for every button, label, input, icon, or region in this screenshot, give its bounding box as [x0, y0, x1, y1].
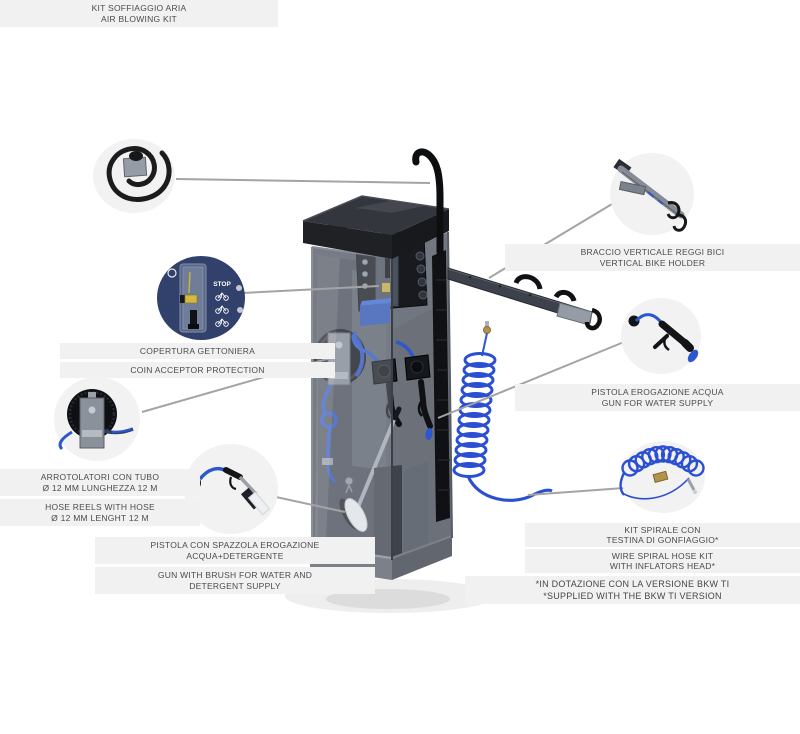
label-line: Ø 12 mm LUNGHEZZA 12 m [42, 483, 158, 493]
label-line: ARROTOLATORI CON TUBO [40, 472, 160, 482]
label-line: BRACCIO VERTICALE REGGI BICI [580, 247, 725, 257]
footnote-line: *IN DOTAZIONE CON LA VERSIONE BKW TI [535, 579, 730, 589]
label-spiral-kit: KIT SPIRALE CON TESTINA DI GONFIAGGIO* W… [525, 523, 800, 573]
label-line: TESTINA DI GONFIAGGIO* [606, 535, 719, 545]
bike-holder-arm [447, 267, 602, 331]
label-line: AIR BLOWING KIT [100, 14, 177, 24]
water-spray-gun-icon [628, 313, 699, 363]
label-line: KIT SPIRALE CON [624, 525, 701, 535]
inflator-head [652, 470, 669, 484]
label-line: WITH INFLATORS HEAD* [609, 561, 716, 571]
gun-holder-plates [371, 354, 431, 385]
label-line: PISTOLA EROGAZIONE ACQUA [591, 387, 724, 397]
tower-top-cap [302, 195, 450, 259]
plexiglass-panel [311, 246, 393, 561]
hanging-spiral-hose [452, 321, 553, 502]
callout-spiral-kit [619, 441, 705, 513]
label-line: GUN WITH BRUSH FOR WATER AND [157, 570, 313, 580]
label-line: COIN ACCEPTOR PROTECTION [130, 365, 265, 375]
label-water-gun: PISTOLA EROGAZIONE ACQUA GUN FOR WATER S… [515, 384, 800, 411]
label-line: COPERTURA GETTONIERA [139, 346, 256, 356]
label-line: ACQUA+DETERGENTE [186, 551, 284, 561]
label-line: Ø 12 mm LENGHT 12 m [51, 513, 149, 523]
label-hose-reels: ARROTOLATORI CON TUBO Ø 12 mm LUNGHEZZA … [0, 469, 200, 526]
label-line: KIT SOFFIAGGIO ARIA [91, 3, 187, 13]
gun-holder-column [432, 250, 450, 522]
callout-hose-reel [54, 377, 140, 461]
callout-water-gun [621, 298, 701, 374]
internal-brush-lance [339, 406, 402, 532]
label-line: DETERGENT SUPPLY [189, 581, 281, 591]
screw-icon [167, 268, 177, 278]
leader-water-gun [437, 341, 625, 419]
footnote-line: *SUPPLIED WITH THE BKW TI VERSION [543, 590, 722, 601]
label-bike-holder: BRACCIO VERTICALE REGGI BICI VERTICAL BI… [505, 244, 800, 271]
leader-coin-protection [242, 285, 380, 294]
label-line: GUN FOR WATER SUPPLY [601, 398, 714, 408]
front-pillar [374, 465, 402, 576]
leader-air-kit [175, 178, 431, 184]
lock-keys [344, 476, 354, 494]
label-line: WIRE SPIRAL HOSE KIT [611, 551, 714, 561]
leader-lines [141, 178, 625, 513]
label-brush-gun: PISTOLA CON SPAZZOLA EROGAZIONE ACQUA+DE… [95, 537, 375, 594]
label-line: VERTICAL BIKE HOLDER [599, 258, 706, 268]
leader-spiral-kit [527, 487, 625, 496]
service-tower [302, 148, 602, 580]
callout-bike-holder [610, 153, 694, 235]
bike-pictograms [215, 292, 229, 327]
spiral-hose-inflator-icon [619, 445, 705, 500]
hose-reel-icon [58, 389, 134, 451]
label-air-blowing-kit: KIT SOFFIAGGIO ARIA AIR BLOWING KIT [0, 0, 278, 27]
label-line: HOSE REELS WITH HOSE [45, 502, 155, 512]
vertical-bike-holder-arm-icon [613, 158, 688, 232]
footnote: *IN DOTAZIONE CON LA VERSIONE BKW TI *SU… [465, 576, 800, 604]
detergent-box [360, 298, 392, 326]
coiled-air-hose-icon [106, 146, 172, 202]
stop-label: STOP [213, 281, 231, 288]
top-hook [412, 148, 444, 256]
coin-acceptor-cover-icon: STOP [167, 263, 243, 333]
label-coin-protection: COPERTURA GETTONIERA COIN ACCEPTOR PROTE… [60, 343, 335, 378]
leader-brush-gun [275, 496, 346, 513]
callout-air-blowing-kit [93, 139, 175, 213]
callout-coin-protection: STOP [157, 256, 245, 340]
tube-fitting [322, 458, 333, 465]
label-line: PISTOLA CON SPAZZOLA EROGAZIONE [150, 540, 320, 550]
